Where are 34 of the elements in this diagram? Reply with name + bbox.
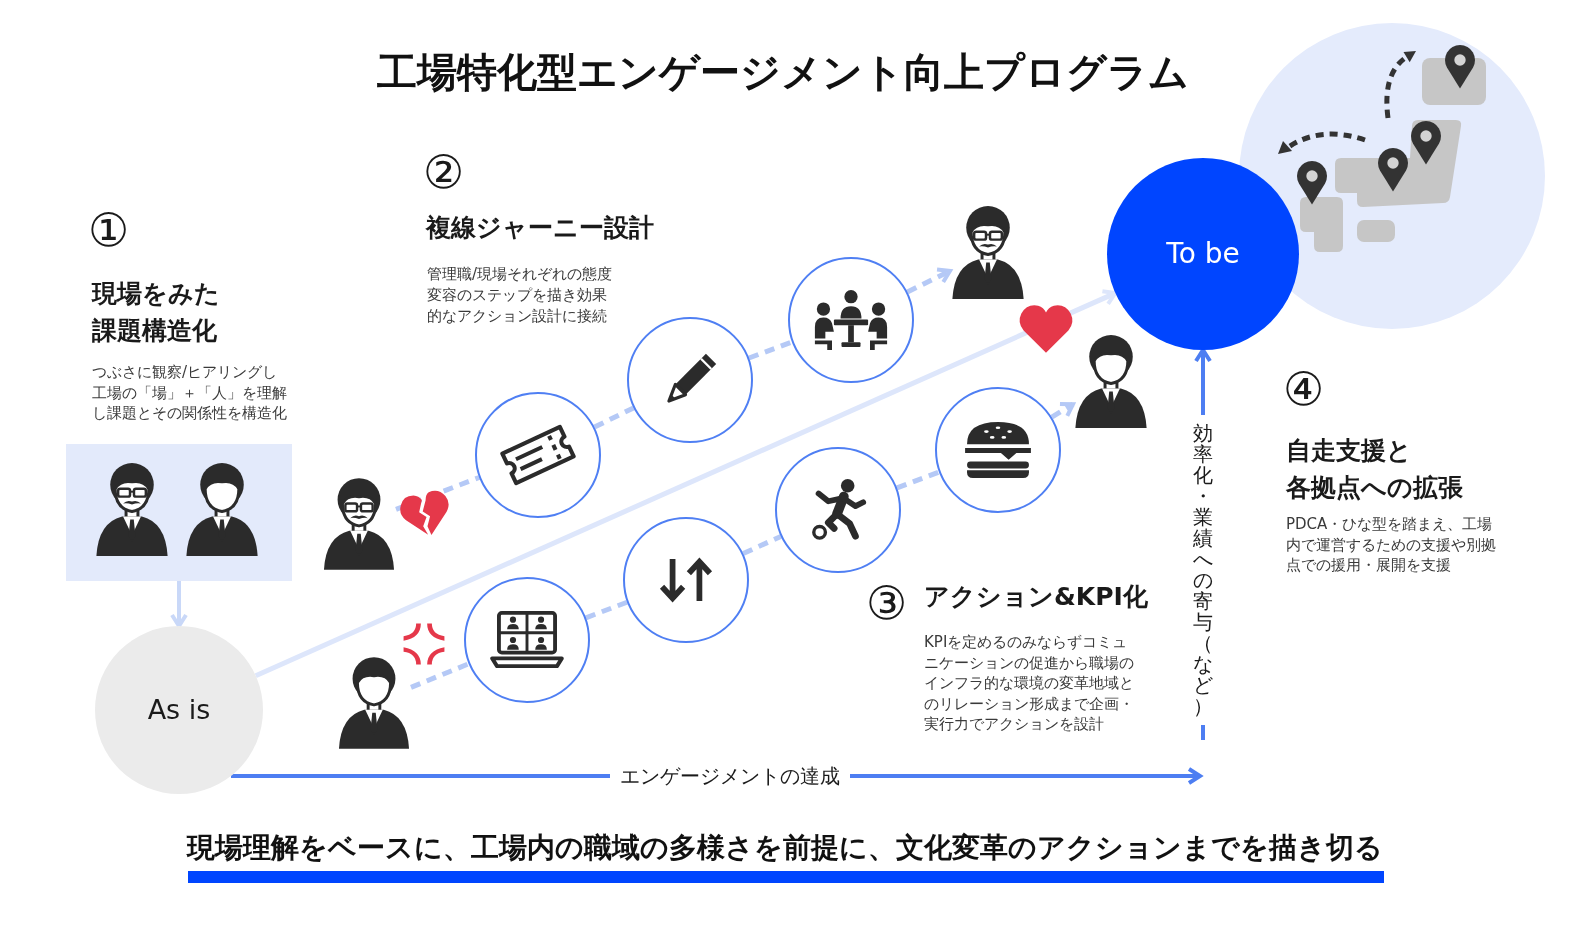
edge-label: 効率化・業績への寄与（など） xyxy=(1191,415,1215,725)
dashed-line xyxy=(585,599,628,621)
step-number: ① xyxy=(88,207,130,253)
people-panel xyxy=(66,444,292,581)
section-heading: 自走支援と各拠点への拡張 xyxy=(1286,435,1464,504)
edge-label: エンゲージメントの達成 xyxy=(610,764,850,788)
dashed-line xyxy=(395,475,481,512)
step-number: ② xyxy=(423,149,465,195)
state-circle: As is xyxy=(95,626,263,794)
person-icon xyxy=(1073,333,1149,429)
section-heading: アクション&KPI化 xyxy=(924,584,1148,609)
title: 工場特化型エンゲージメント向上プログラム xyxy=(377,48,1189,96)
person-icon xyxy=(950,204,1026,300)
person-icon xyxy=(337,655,411,750)
goal-circle: To be xyxy=(1107,158,1299,350)
step-number: ③ xyxy=(866,580,908,626)
dashed-arrow xyxy=(906,267,952,295)
section-heading: 複線ジャーニー設計 xyxy=(426,215,654,240)
section-text: KPIを定めるのみならずコミュニケーションの促進から職場のインフラ的な環境の変革地域とのリレーション形成まで企画・実行力でアクションを設計 xyxy=(924,632,1135,735)
dashed-line xyxy=(748,339,793,361)
section-text: 管理職/現場それぞれの態度変容のステップを描き効果的なアクション設計に接続 xyxy=(427,264,614,327)
dashed-line xyxy=(593,405,635,430)
section-heading: 現場をみた課題構造化 xyxy=(92,278,221,347)
step-number: ④ xyxy=(1283,366,1325,412)
dashed-line xyxy=(410,661,470,690)
caption: 現場理解をベースに、工場内の職域の多様さを前提に、文化変革のアクションまでを描き切る xyxy=(187,830,1383,865)
arrow xyxy=(254,289,1118,679)
section-text: つぶさに観察/ヒアリングし工場の「場」＋「人」を理解し課題とその関係性を構造化 xyxy=(92,362,288,424)
dashed-line xyxy=(896,469,940,491)
arrow xyxy=(170,581,188,628)
section-text: PDCA・ひな型を踏まえ、工場内で運営するための支援や別拠点での援用・展開を支援 xyxy=(1286,514,1497,576)
person-icon xyxy=(322,476,396,571)
dashed-arrow xyxy=(1050,402,1075,420)
dashed-line xyxy=(742,534,782,556)
